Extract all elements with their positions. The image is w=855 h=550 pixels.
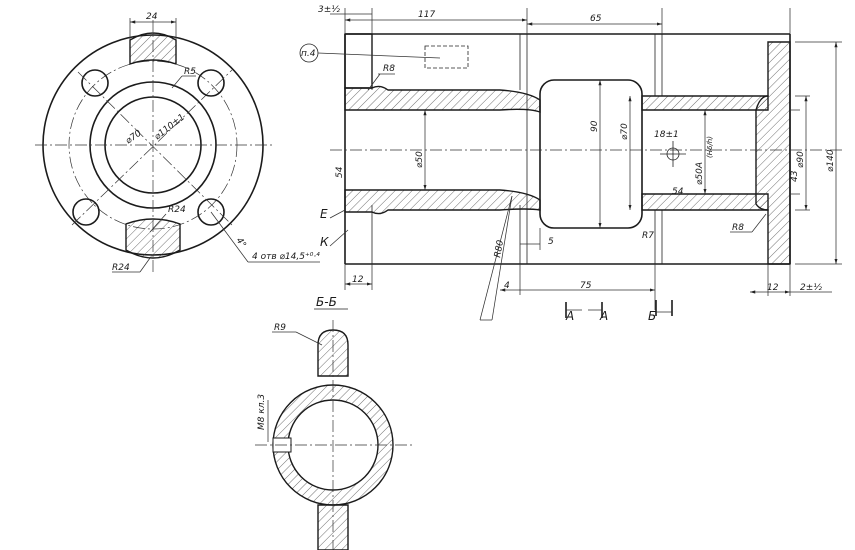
cut-B-label: Б (648, 309, 656, 323)
bolt-hole-4 (197, 198, 225, 226)
radius-r5-label: R5 (184, 67, 196, 77)
dim-5-label: 5 (548, 237, 554, 247)
dim-65-label: 65 (590, 14, 602, 24)
fit-note-label: (H6/h) (706, 136, 714, 158)
radius-r24-outer-label: R24 (112, 263, 130, 273)
bolt-hole-3 (72, 198, 100, 226)
dim-54-left-label: 54 (335, 166, 345, 178)
radius-r9-label: R9 (274, 323, 286, 333)
cut-A-right-label: А (599, 309, 608, 323)
dim-12-right-label: 12 (767, 283, 779, 293)
dim-90-chamber-label: 90 (590, 120, 600, 132)
dim-43-label: 43 (790, 170, 800, 182)
radius-r7-label: R7 (642, 231, 654, 241)
radius-r24-inner-label: R24 (168, 205, 186, 215)
holes-note-label: 4 отв ⌀14,5⁺⁰·⁴ (252, 252, 320, 262)
thread-note-label: М8 кл.3 (257, 394, 267, 430)
callout-box (424, 45, 469, 69)
dia-70-section-label: ⌀70 (620, 123, 630, 140)
dia-140-label: ⌀140 (826, 149, 836, 172)
dim-54-right-label: 54 (672, 187, 684, 197)
dim-117-label: 117 (418, 10, 435, 20)
dim-4-label: 4 (504, 281, 510, 291)
label-K: К (320, 235, 329, 249)
sleeve-bottom-hatched (641, 193, 769, 211)
flange-front-view: 24 R5 ⌀70 ⌀110±1 R24 R24 4 отв ⌀14,5⁺⁰·⁴… (35, 12, 320, 275)
detail-section-view: Б-Б R9 М8 кл.3 (255, 295, 415, 550)
bolt-hole-1 (81, 69, 109, 97)
dia-50A-label: ⌀50А (695, 162, 705, 185)
dim-3-label: 3±½ (318, 5, 340, 15)
dim-2-label: 2±½ (800, 283, 822, 293)
sleeve-top-hatched (641, 95, 769, 111)
dia-110-label: ⌀110±1 (153, 112, 187, 142)
diag-line-2 (71, 69, 233, 226)
cut-A-left-label: А (565, 309, 574, 323)
angle-mark-label: 4° (234, 236, 248, 250)
bolt-hole-2 (197, 69, 225, 97)
diag-line-1 (77, 71, 233, 226)
radius-r8-top-label: R8 (383, 64, 395, 74)
dia-90-label: ⌀90 (796, 151, 806, 168)
lug-bottom (125, 218, 181, 259)
callout-p4-label: п.4 (301, 49, 316, 59)
wall-top-hatched (344, 85, 541, 113)
label-E: Е (320, 207, 328, 221)
dia-50-label: ⌀50 (415, 151, 425, 168)
flange-right-hatched (755, 41, 791, 265)
dim-24-label: 24 (146, 12, 158, 22)
dim-18-label: 18±1 (654, 130, 679, 140)
dia-70-label: ⌀70 (124, 128, 144, 146)
dim-75-label: 75 (580, 281, 592, 291)
flange-left (344, 33, 373, 89)
inner-chamber (539, 79, 643, 229)
dim-12-left-label: 12 (352, 275, 364, 285)
longitudinal-section: 3±½ 117 65 п.4 R8 ⌀50 90 ⌀70 18±1 ⌀50А (… (299, 5, 845, 323)
radius-r80-label: R80 (493, 239, 506, 258)
wall-bottom-hatched (344, 189, 541, 215)
radius-r8-right-label: R8 (732, 223, 744, 233)
detail-title: Б-Б (316, 295, 337, 309)
